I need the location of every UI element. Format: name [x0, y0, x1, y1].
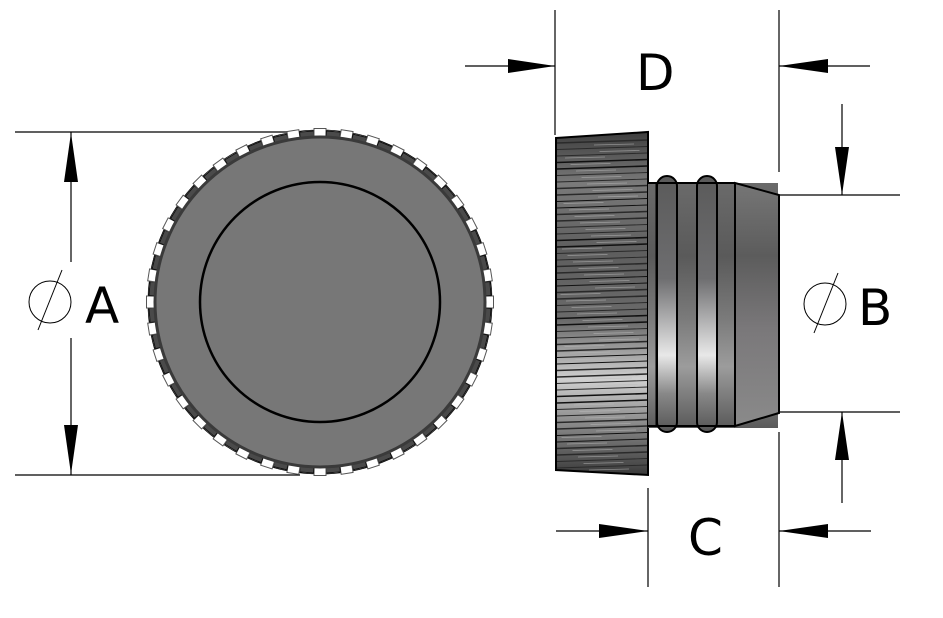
arrow-left-icon: [779, 59, 828, 73]
dimension-label-a: A: [85, 277, 119, 335]
sealing-rib-2: [696, 175, 718, 433]
arrow-right-icon: [599, 524, 648, 538]
dimension-label-c: C: [688, 509, 723, 567]
arrow-down-icon: [64, 425, 78, 474]
arrow-left-icon: [779, 524, 828, 538]
diameter-symbol-icon: [803, 272, 847, 334]
sealing-rib-1: [656, 175, 678, 433]
arrow-up-icon: [835, 412, 849, 460]
front-view: A: [15, 128, 494, 476]
tapered-tip: [734, 181, 780, 428]
dimension-label-b: B: [858, 279, 892, 337]
inner-face-circle: [198, 180, 442, 424]
arrow-right-icon: [508, 59, 555, 73]
arrow-up-icon: [64, 133, 78, 182]
arrow-down-icon: [835, 147, 849, 195]
knurled-cap: [555, 130, 649, 477]
knurled-disc: [146, 128, 494, 476]
plug-shank: [648, 175, 780, 433]
dimension-label-d: D: [636, 44, 675, 102]
side-view: D B: [465, 10, 900, 587]
diameter-symbol-icon: [28, 269, 72, 331]
